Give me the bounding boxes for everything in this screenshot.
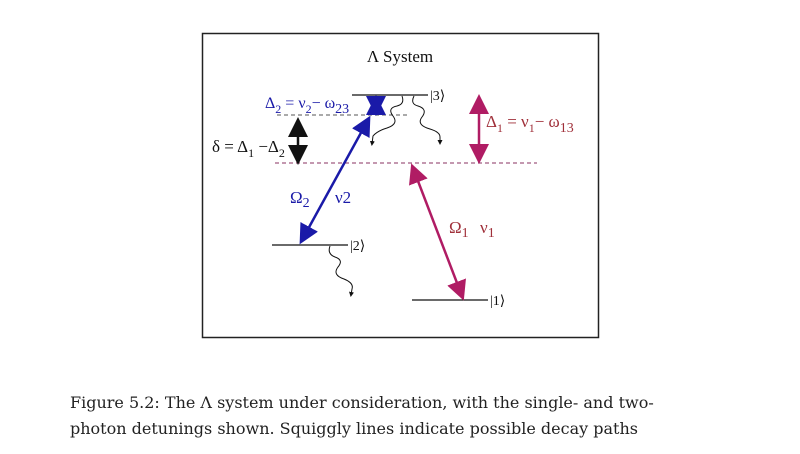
level-2-label: |2⟩: [350, 239, 365, 254]
level-3-label: |3⟩: [430, 89, 445, 104]
figure-frame: [201, 32, 600, 339]
pump-field-arrow: [409, 163, 466, 301]
delta1-label: Δ1 = ν1− ω13: [486, 112, 574, 136]
diagram-title: Λ System: [367, 47, 433, 66]
two-photon-detuning-label: δ = Δ1 −Δ2: [212, 137, 285, 160]
delta2-label: Δ2 = ν2− ω23: [265, 95, 349, 117]
decay-squiggle-icon: [412, 95, 443, 145]
figure-caption: Figure 5.2: The Λ system under considera…: [70, 390, 750, 442]
decay-squiggle-icon: [369, 95, 404, 146]
decay-squiggle-icon: [328, 245, 354, 297]
caption-line-2: photon detunings shown. Squiggly lines i…: [70, 419, 638, 438]
caption-line-1: Figure 5.2: The Λ system under considera…: [70, 393, 654, 412]
probe-field-arrow: [299, 115, 371, 245]
level-1-label: |1⟩: [490, 294, 505, 309]
